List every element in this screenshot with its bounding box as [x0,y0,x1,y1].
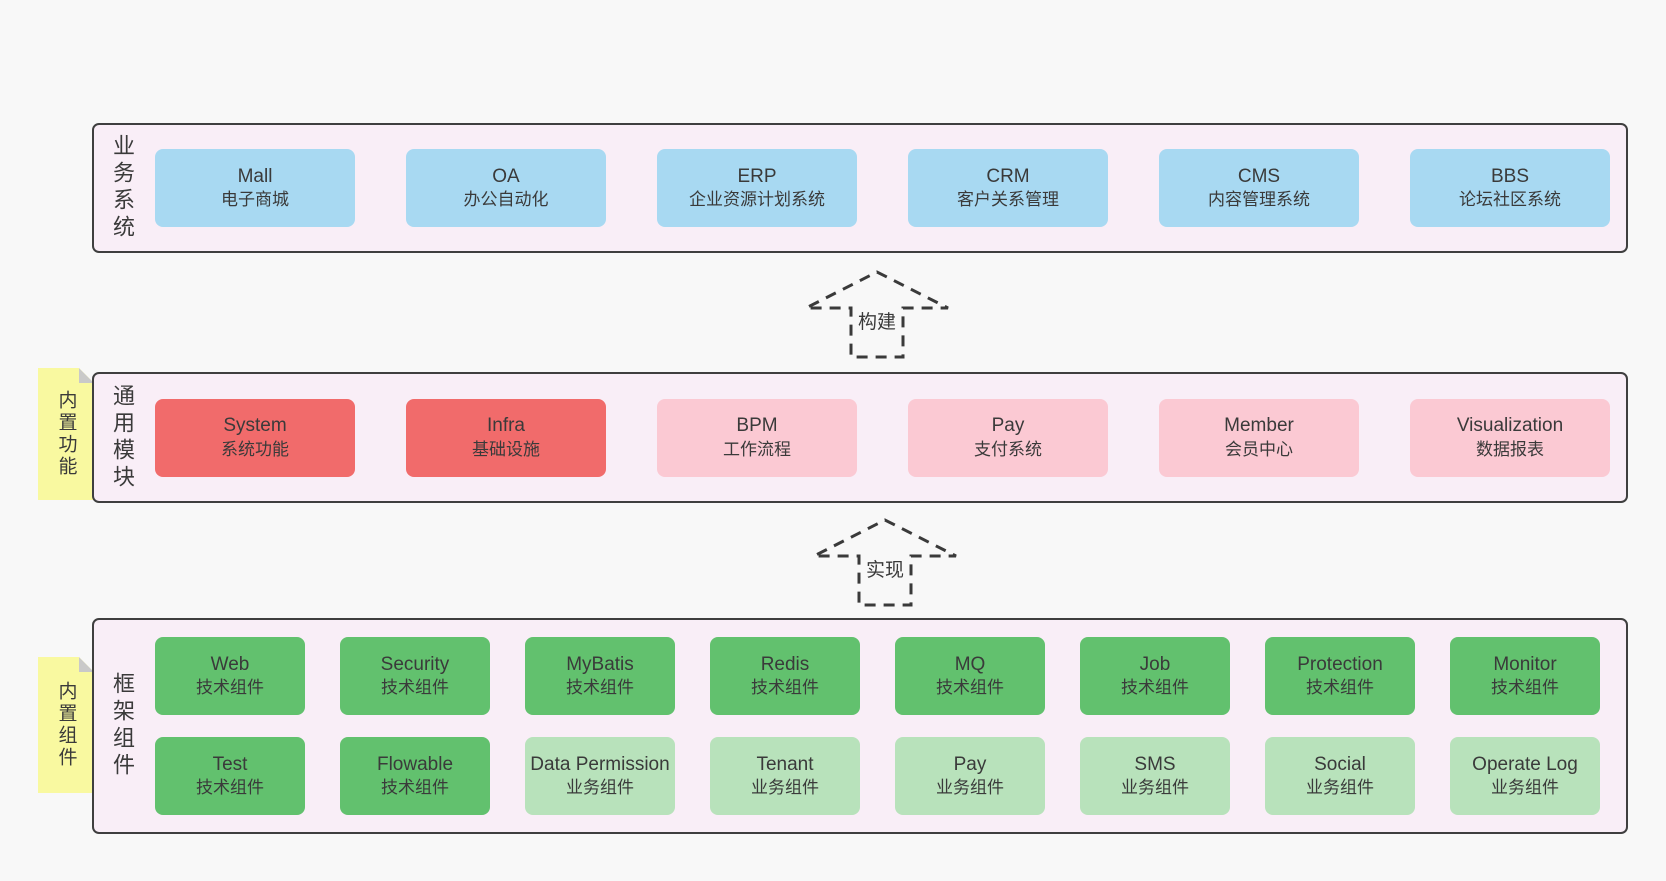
dashed-block-arrow-icon [805,270,949,359]
build-up-arrow-icon: 构建 [802,268,952,360]
layer-label-common-modules: 通用模块 [110,383,135,492]
box-mall: Mall 电子商城 [155,149,355,227]
box-mq: MQ 技术组件 [895,637,1045,715]
box-sms: SMS 业务组件 [1080,737,1230,815]
dashed-block-arrow-icon [813,518,957,607]
box-mybatis: MyBatis 技术组件 [525,637,675,715]
box-test: Test 技术组件 [155,737,305,815]
implement-up-arrow-icon: 实现 [810,516,960,608]
box-job: Job 技术组件 [1080,637,1230,715]
box-data-permission: Data Permission 业务组件 [525,737,675,815]
box-member: Member 会员中心 [1159,398,1359,477]
layer-business-systems: 业务系统 Mall 电子商城 OA 办公自动化 ERP 企业资源计划系统 CRM… [92,123,1628,253]
box-social: Social 业务组件 [1265,737,1415,815]
box-tenant: Tenant 业务组件 [710,737,860,815]
box-pay-business: Pay 业务组件 [895,737,1045,815]
box-security: Security 技术组件 [340,637,490,715]
box-pay: Pay 支付系统 [908,398,1108,477]
box-monitor: Monitor 技术组件 [1450,637,1600,715]
box-oa: OA 办公自动化 [406,149,606,227]
layer-common-modules: 通用模块 System 系统功能 Infra 基础设施 BPM 工作流程 Pay… [92,372,1628,503]
box-infra: Infra 基础设施 [406,398,606,477]
layer-label-business-systems: 业务系统 [110,134,135,242]
box-web: Web 技术组件 [155,637,305,715]
box-erp: ERP 企业资源计划系统 [657,149,857,227]
arrow-label-build: 构建 [853,306,901,335]
box-bbs: BBS 论坛社区系统 [1410,149,1610,227]
box-flowable: Flowable 技术组件 [340,737,490,815]
box-crm: CRM 客户关系管理 [908,149,1108,227]
box-operate-log: Operate Log 业务组件 [1450,737,1600,815]
sticky-note-built-in-features: 内置功能 [38,368,94,500]
box-protection: Protection 技术组件 [1265,637,1415,715]
box-cms: CMS 内容管理系统 [1159,149,1359,227]
box-bpm: BPM 工作流程 [657,398,857,477]
layer-label-framework-components: 框架组件 [110,672,135,780]
arrow-label-implement: 实现 [861,554,909,583]
box-redis: Redis 技术组件 [710,637,860,715]
box-system: System 系统功能 [155,398,355,477]
layer-framework-components: 框架组件 Web 技术组件 Security 技术组件 MyBatis 技术组件… [92,618,1628,834]
box-visualization: Visualization 数据报表 [1410,398,1610,477]
sticky-note-built-in-components: 内置组件 [38,657,94,793]
